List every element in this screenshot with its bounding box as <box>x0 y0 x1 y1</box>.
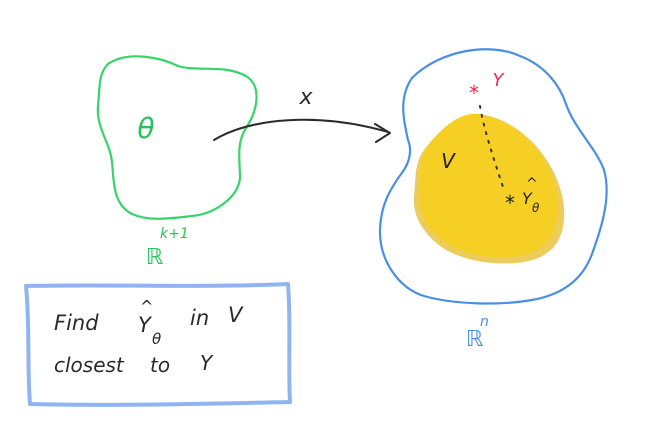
note-word-closest: closest <box>54 353 125 377</box>
note-word-v: V <box>228 303 244 327</box>
note-box-frame <box>24 282 292 407</box>
yhat-base: Y <box>522 189 533 208</box>
mapping-arrow-shaft <box>213 118 389 141</box>
subspace-v-region <box>419 113 559 258</box>
y-point-label: Y <box>493 70 506 91</box>
mapping-label: x <box>298 85 313 110</box>
yhat-point-label: ^ Y θ <box>522 176 540 215</box>
mapping-arrow-head <box>374 123 391 143</box>
domain-space-exponent: k+1 <box>160 226 189 242</box>
note-word-find: Find <box>54 311 99 335</box>
subspace-v-label: V <box>441 149 456 173</box>
theta-region-outline <box>96 55 258 220</box>
theta-label: θ <box>137 112 154 145</box>
codomain-space-base: ℝ <box>466 327 483 352</box>
yhat-star-marker-icon: * <box>505 191 515 215</box>
note-word-subscript-theta: θ <box>152 330 161 348</box>
star-marker-icon: * <box>469 81 479 105</box>
note-word-y: Y <box>138 313 153 337</box>
yhat-hat: ^ <box>526 176 538 192</box>
note-word-to: to <box>150 353 170 377</box>
note-text-line-1: Find ^ Y θ in V <box>54 297 244 348</box>
arrow-right-icon <box>213 118 391 143</box>
note-text-line-2: closest to Y <box>54 351 214 377</box>
domain-space-base: ℝ <box>146 245 163 270</box>
yhat-subscript: θ <box>532 201 540 215</box>
codomain-space-exponent: n <box>480 314 489 330</box>
note-word-in: in <box>190 306 209 330</box>
codomain-space-label: ℝ n <box>466 314 489 352</box>
note-word-hat: ^ <box>140 297 153 316</box>
note-word-y2: Y <box>200 351 214 375</box>
domain-space-label: ℝ k+1 <box>146 226 189 270</box>
codomain-region-outline <box>378 48 608 305</box>
